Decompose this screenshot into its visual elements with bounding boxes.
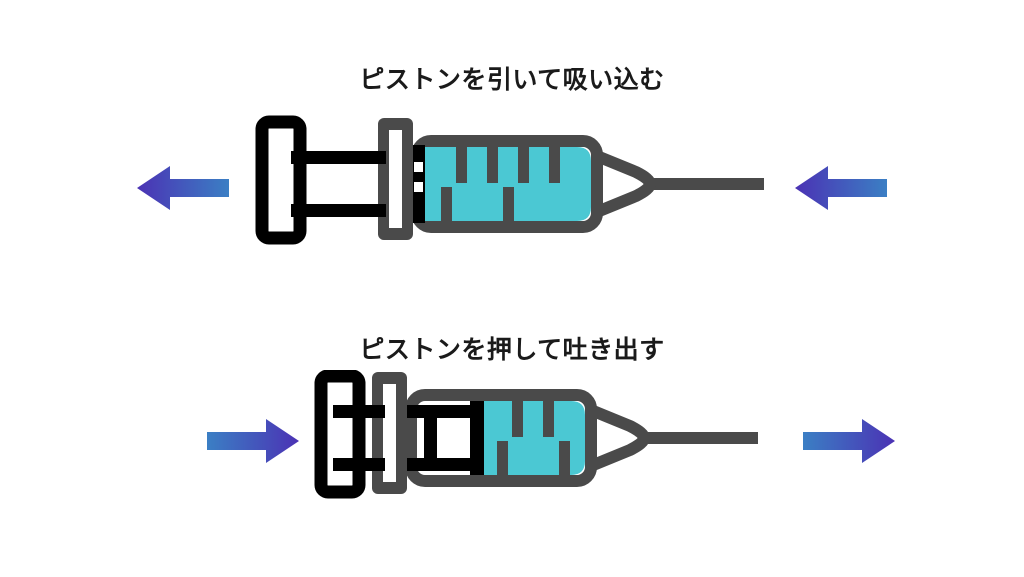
plunger-handle <box>314 370 366 499</box>
arrow-right-outer-icon <box>207 419 299 463</box>
arrow-right-inner-icon <box>803 419 895 463</box>
graduation-marks <box>497 401 570 475</box>
illustration-expel <box>0 370 1024 540</box>
plunger-flange-slot <box>389 130 402 228</box>
plunger-seal <box>411 145 425 223</box>
needle <box>646 178 764 190</box>
panel-intake: ピストンを引いて吸い込む <box>0 65 1024 270</box>
arrow-left-outer-icon <box>137 166 229 210</box>
panel-expel: ピストンを押して吐き出す <box>0 290 1024 577</box>
nozzle <box>586 148 656 220</box>
plunger-flange-slot <box>383 384 396 482</box>
syringe-intake <box>255 115 764 245</box>
plunger-handle <box>255 115 307 245</box>
syringe-expel <box>314 370 758 499</box>
graduation-marks <box>441 147 560 221</box>
illustration-intake <box>0 110 1024 270</box>
needle <box>640 432 758 444</box>
arrow-left-inner-icon <box>795 166 887 210</box>
panel-title-intake: ピストンを引いて吸い込む <box>359 65 665 94</box>
nozzle <box>580 402 650 474</box>
plunger-rod <box>291 151 386 217</box>
panel-title-expel: ピストンを押して吐き出す <box>359 335 665 364</box>
